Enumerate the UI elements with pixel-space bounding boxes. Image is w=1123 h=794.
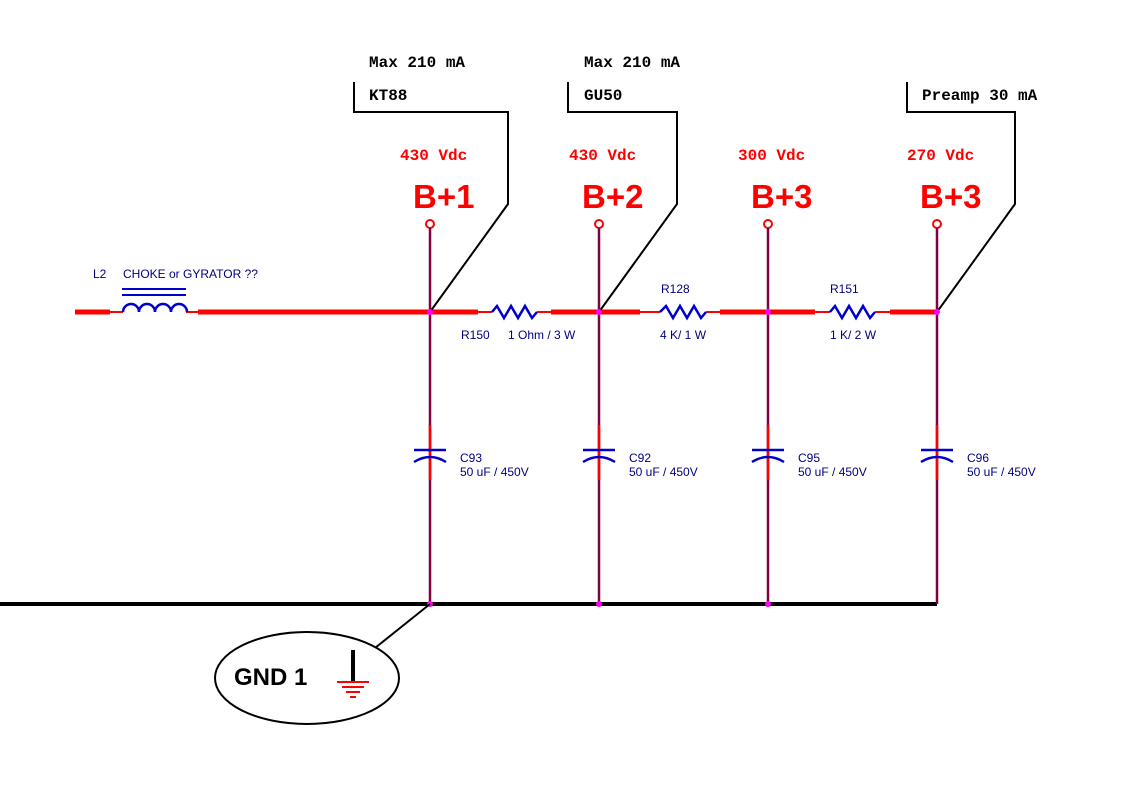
- resistor-r128[interactable]: R128 4 K/ 1 W: [659, 282, 707, 342]
- junction-dot: [934, 309, 940, 315]
- tap-voltage: 270 Vdc: [907, 147, 974, 165]
- ground-label: GND 1: [234, 664, 307, 691]
- load-name: KT88: [369, 87, 407, 105]
- resistor-icon: [829, 303, 876, 321]
- capacitor-curve-icon: [920, 455, 954, 464]
- tap-b1[interactable]: Max 210 mA KT88 430 Vdc B+1 C93 50 uF / …: [353, 54, 529, 607]
- inductor-coil-icon: [121, 302, 189, 313]
- terminal-icon: [425, 219, 435, 229]
- ground-junction-dot: [765, 601, 771, 607]
- tap-voltage: 430 Vdc: [400, 147, 467, 165]
- resistor-value: 1 Ohm / 3 W: [508, 328, 576, 342]
- tap-name: B+1: [413, 178, 474, 215]
- load-name: Preamp 30 mA: [922, 87, 1038, 105]
- resistor-r151[interactable]: R151 1 K/ 2 W: [829, 282, 877, 342]
- capacitor-ref: C92: [629, 451, 651, 465]
- ground-leader: [369, 603, 431, 653]
- capacitor-value: 50 uF / 450V: [460, 465, 529, 479]
- tap-b3-300v[interactable]: 300 Vdc B+3 C95 50 uF / 450V: [738, 147, 867, 607]
- junction-dot: [427, 309, 433, 315]
- capacitor-value: 50 uF / 450V: [967, 465, 1036, 479]
- resistor-ref: R128: [661, 282, 690, 296]
- capacitor-ref: C96: [967, 451, 989, 465]
- terminal-icon: [932, 219, 942, 229]
- tap-b2[interactable]: Max 210 mA GU50 430 Vdc B+2 C92 50 uF / …: [567, 54, 698, 607]
- tap-b3-270v[interactable]: Preamp 30 mA 270 Vdc B+3 C96 50 uF / 450…: [906, 82, 1038, 604]
- load-name: GU50: [584, 87, 622, 105]
- capacitor-ref: C95: [798, 451, 820, 465]
- terminal-icon: [594, 219, 604, 229]
- capacitor-curve-icon: [413, 455, 447, 464]
- leader-line: [906, 82, 1016, 313]
- resistor-icon: [491, 303, 538, 321]
- resistor-ref: R151: [830, 282, 859, 296]
- load-note: Max 210 mA: [369, 54, 465, 72]
- inductor-description: CHOKE or GYRATOR ??: [123, 267, 258, 281]
- leader-line: [567, 82, 678, 313]
- junction-dot: [596, 309, 602, 315]
- resistor-icon: [659, 303, 707, 321]
- capacitor-curve-icon: [751, 455, 785, 464]
- resistor-ref: R150: [461, 328, 490, 342]
- terminal-icon: [763, 219, 773, 229]
- tap-voltage: 430 Vdc: [569, 147, 636, 165]
- ground-junction-dot: [596, 601, 602, 607]
- tap-voltage: 300 Vdc: [738, 147, 805, 165]
- tap-name: B+3: [751, 178, 812, 215]
- leader-line: [353, 82, 509, 313]
- inductor-core-icon: [122, 288, 186, 296]
- junction-dot: [765, 309, 771, 315]
- ground-callout[interactable]: GND 1: [214, 603, 431, 725]
- capacitor-value: 50 uF / 450V: [629, 465, 698, 479]
- ground-icon: [337, 650, 369, 698]
- tap-name: B+2: [582, 178, 643, 215]
- capacitor-curve-icon: [582, 455, 616, 464]
- capacitor-value: 50 uF / 450V: [798, 465, 867, 479]
- resistor-value: 4 K/ 1 W: [660, 328, 707, 342]
- resistor-value: 1 K/ 2 W: [830, 328, 877, 342]
- tap-name: B+3: [920, 178, 981, 215]
- load-note: Max 210 mA: [584, 54, 680, 72]
- resistor-r150[interactable]: R150 1 Ohm / 3 W: [461, 303, 576, 342]
- capacitor-ref: C93: [460, 451, 482, 465]
- inductor-l2[interactable]: L2 CHOKE or GYRATOR ??: [93, 267, 258, 313]
- inductor-ref: L2: [93, 267, 107, 281]
